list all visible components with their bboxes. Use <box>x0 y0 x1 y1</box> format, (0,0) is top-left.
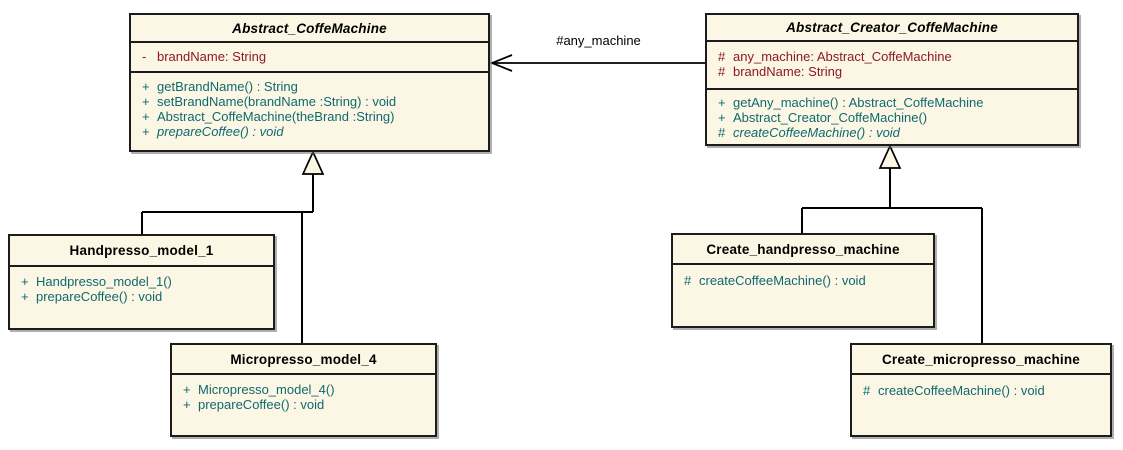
visibility-marker: + <box>718 110 726 125</box>
method-row: + getBrandName() : String <box>131 79 488 94</box>
method-text: getAny_machine() : Abstract_CoffeMachine <box>733 95 984 110</box>
class-title: Create_micropresso_machine <box>852 345 1110 375</box>
class-box-abstract-coffemachine: Abstract_CoffeMachine - brandName: Strin… <box>129 13 490 152</box>
method-text: setBrandName(brandName :String) : void <box>157 94 397 109</box>
class-methods: + getAny_machine() : Abstract_CoffeMachi… <box>707 90 1077 144</box>
method-text: prepareCoffee() : void <box>36 289 163 304</box>
visibility-marker: + <box>718 95 726 110</box>
class-methods: # createCoffeeMachine() : void <box>852 375 1110 435</box>
method-text: prepareCoffee() : void <box>157 124 284 139</box>
visibility-marker: + <box>21 289 29 304</box>
class-title: Create_handpresso_machine <box>673 235 933 265</box>
method-text: createCoffeeMachine() : void <box>733 125 900 140</box>
class-methods: + Handpresso_model_1() + prepareCoffee()… <box>10 267 273 328</box>
class-box-create-handpresso-machine: Create_handpresso_machine # createCoffee… <box>671 233 935 328</box>
class-title: Micropresso_model_4 <box>172 345 435 375</box>
association-arrowhead <box>489 54 513 72</box>
class-box-micropresso-model-4: Micropresso_model_4 + Micropresso_model_… <box>170 343 437 437</box>
attribute-text: any_machine: Abstract_CoffeMachine <box>733 49 952 64</box>
attribute-row: # any_machine: Abstract_CoffeMachine <box>707 49 1077 64</box>
method-text: Abstract_CoffeMachine(theBrand :String) <box>157 109 395 124</box>
visibility-marker: # <box>718 125 726 140</box>
class-methods: + getBrandName() : String + setBrandName… <box>131 73 488 150</box>
visibility-marker: # <box>684 273 692 288</box>
visibility-marker: + <box>142 94 150 109</box>
class-box-abstract-creator-coffemachine: Abstract_Creator_CoffeMachine # any_mach… <box>705 13 1079 146</box>
generalization-left-arrowhead <box>301 149 325 175</box>
association-label: #any_machine <box>556 33 641 48</box>
method-row: + setBrandName(brandName :String) : void <box>131 94 488 109</box>
visibility-marker: + <box>142 109 150 124</box>
visibility-marker: + <box>183 397 191 412</box>
method-row: + Handpresso_model_1() <box>10 274 273 289</box>
class-box-handpresso-model-1: Handpresso_model_1 + Handpresso_model_1(… <box>8 234 275 330</box>
method-row: + getAny_machine() : Abstract_CoffeMachi… <box>707 95 1077 110</box>
class-attributes: - brandName: String <box>131 43 488 73</box>
method-row: + prepareCoffee() : void <box>10 289 273 304</box>
method-text: createCoffeeMachine() : void <box>878 383 1045 398</box>
method-text: prepareCoffee() : void <box>198 397 325 412</box>
class-methods: + Micropresso_model_4() + prepareCoffee(… <box>172 375 435 435</box>
method-row: + Abstract_CoffeMachine(theBrand :String… <box>131 109 488 124</box>
visibility-marker: + <box>183 382 191 397</box>
method-text: Handpresso_model_1() <box>36 274 172 289</box>
attribute-row: # brandName: String <box>707 64 1077 79</box>
attribute-row: - brandName: String <box>131 49 488 64</box>
class-methods: # createCoffeeMachine() : void <box>673 265 933 326</box>
visibility-marker: + <box>142 79 150 94</box>
visibility-marker: # <box>863 383 871 398</box>
generalization-right-arrowhead <box>878 143 902 169</box>
method-row: + prepareCoffee() : void <box>172 397 435 412</box>
method-row: + Micropresso_model_4() <box>172 382 435 397</box>
method-row: + prepareCoffee() : void <box>131 124 488 139</box>
class-title: Abstract_CoffeMachine <box>131 15 488 43</box>
class-title: Handpresso_model_1 <box>10 236 273 267</box>
class-title: Abstract_Creator_CoffeMachine <box>707 15 1077 42</box>
method-row: # createCoffeeMachine() : void <box>707 125 1077 140</box>
method-row: + Abstract_Creator_CoffeMachine() <box>707 110 1077 125</box>
visibility-marker: # <box>718 64 726 79</box>
class-box-create-micropresso-machine: Create_micropresso_machine # createCoffe… <box>850 343 1112 437</box>
method-text: getBrandName() : String <box>157 79 298 94</box>
attribute-text: brandName: String <box>157 49 267 64</box>
visibility-marker: # <box>718 49 726 64</box>
method-text: createCoffeeMachine() : void <box>699 273 866 288</box>
attribute-text: brandName: String <box>733 64 843 79</box>
method-row: # createCoffeeMachine() : void <box>673 273 933 288</box>
method-text: Micropresso_model_4() <box>198 382 335 397</box>
visibility-marker: - <box>142 49 147 64</box>
method-row: # createCoffeeMachine() : void <box>852 383 1110 398</box>
visibility-marker: + <box>142 124 150 139</box>
class-attributes: # any_machine: Abstract_CoffeMachine # b… <box>707 42 1077 90</box>
visibility-marker: + <box>21 274 29 289</box>
method-text: Abstract_Creator_CoffeMachine() <box>733 110 928 125</box>
